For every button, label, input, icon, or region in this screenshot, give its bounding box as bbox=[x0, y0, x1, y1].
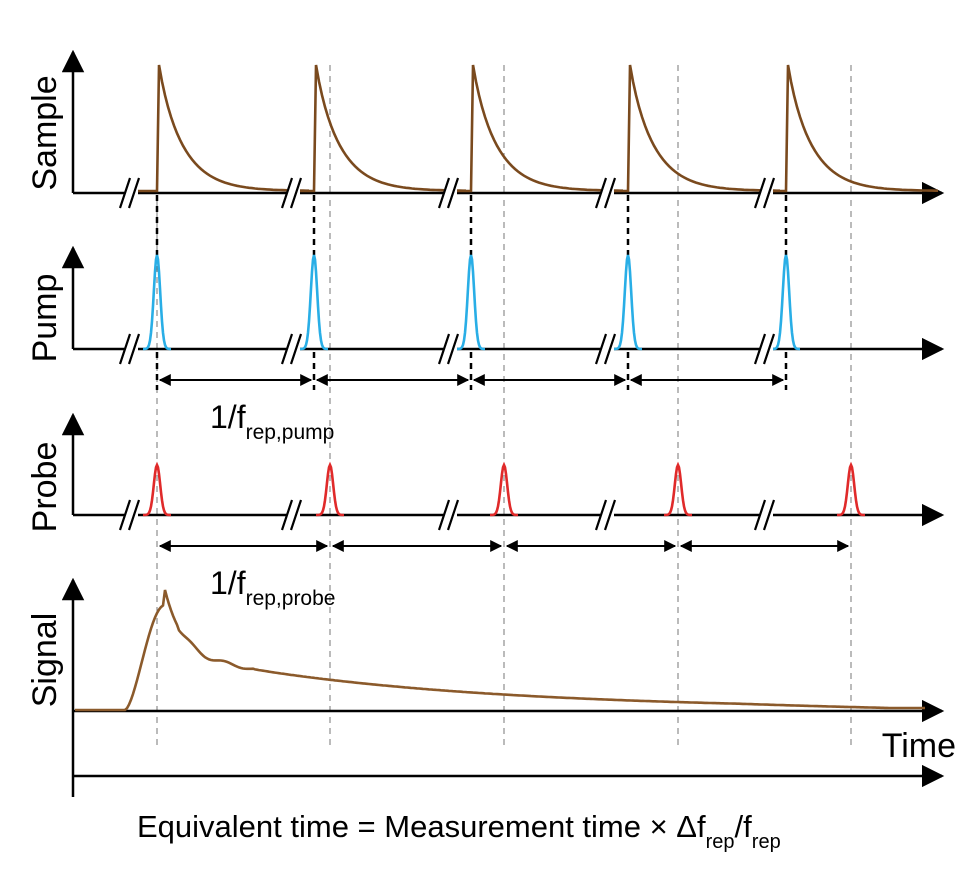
axis-break-mark bbox=[603, 177, 617, 209]
pump-period-sub: rep,pump bbox=[246, 421, 335, 444]
pump-pulse bbox=[300, 254, 328, 351]
axis-break-mark bbox=[118, 499, 132, 531]
axis-break-mark bbox=[280, 177, 294, 209]
axis-break-mark bbox=[446, 177, 460, 209]
equivalent-time-sub1: rep bbox=[706, 831, 735, 853]
probe-pulse bbox=[490, 461, 518, 517]
probe-period-main: 1/f bbox=[210, 565, 246, 601]
panel-labels: Sample Pump Probe Signal bbox=[26, 75, 64, 707]
axis-break-mark bbox=[446, 499, 460, 531]
probe-pulse bbox=[664, 461, 692, 517]
guide-lines bbox=[155, 65, 852, 745]
axis-break-mark bbox=[437, 177, 451, 209]
signal-trace bbox=[75, 589, 925, 712]
axis-break-mark bbox=[289, 177, 303, 209]
axis-break-mark bbox=[280, 499, 294, 531]
probe-period-label: 1/frep,probe bbox=[210, 565, 335, 610]
sample-response-trace bbox=[294, 64, 466, 193]
pump-label: Pump bbox=[26, 274, 64, 363]
sample-response-trace bbox=[766, 64, 938, 193]
axis-break-mark bbox=[594, 499, 608, 531]
axis-break-mark bbox=[753, 177, 767, 209]
equivalent-time-label: Equivalent time = Measurement time × Δfr… bbox=[137, 809, 781, 853]
axis-break-mark bbox=[762, 499, 776, 531]
axis-break-mark bbox=[603, 499, 617, 531]
axis-break-mark bbox=[762, 333, 776, 365]
axis-break-mark bbox=[289, 499, 303, 531]
axis-break-mark bbox=[289, 333, 303, 365]
pump-pulse bbox=[457, 254, 485, 351]
axis-break-mark bbox=[603, 333, 617, 365]
period-arrows bbox=[158, 374, 850, 552]
probe-period-sub: rep,probe bbox=[246, 587, 336, 610]
sample-label: Sample bbox=[26, 75, 64, 190]
signal-label: Signal bbox=[26, 613, 64, 708]
axis-break-mark bbox=[118, 333, 132, 365]
axis-break-mark bbox=[753, 333, 767, 365]
axis-break-mark bbox=[127, 333, 141, 365]
pump-period-label: 1/frep,pump bbox=[210, 399, 334, 444]
probe-pulse bbox=[316, 461, 344, 517]
probe-pulse bbox=[143, 461, 171, 517]
equivalent-time-sub2: rep bbox=[752, 831, 781, 853]
pump-pulse bbox=[143, 254, 171, 351]
axis-break-mark bbox=[594, 333, 608, 365]
axis-break-mark bbox=[127, 177, 141, 209]
probe-pulse bbox=[837, 461, 865, 517]
axis-breaks bbox=[118, 177, 776, 531]
axis-break-mark bbox=[280, 333, 294, 365]
probe-label: Probe bbox=[26, 442, 64, 533]
axis-break-mark bbox=[437, 333, 451, 365]
equivalent-time-prefix: Equivalent time = Measurement time × Δf bbox=[137, 809, 706, 844]
equivalent-time-slash: /f bbox=[735, 809, 753, 844]
traces bbox=[75, 64, 938, 712]
axis-break-mark bbox=[437, 499, 451, 531]
pump-pulse bbox=[614, 254, 642, 351]
axes bbox=[61, 49, 945, 797]
axis-break-mark bbox=[762, 177, 776, 209]
pump-period-main: 1/f bbox=[210, 399, 246, 435]
axis-break-mark bbox=[118, 177, 132, 209]
axis-break-mark bbox=[594, 177, 608, 209]
axis-break-mark bbox=[127, 499, 141, 531]
time-label: Time bbox=[882, 727, 956, 765]
axis-break-mark bbox=[753, 499, 767, 531]
sample-response-trace bbox=[451, 64, 623, 193]
axis-break-mark bbox=[446, 333, 460, 365]
sample-response-trace bbox=[137, 64, 309, 193]
sample-response-trace bbox=[608, 64, 780, 193]
pump-pulse bbox=[772, 254, 800, 351]
